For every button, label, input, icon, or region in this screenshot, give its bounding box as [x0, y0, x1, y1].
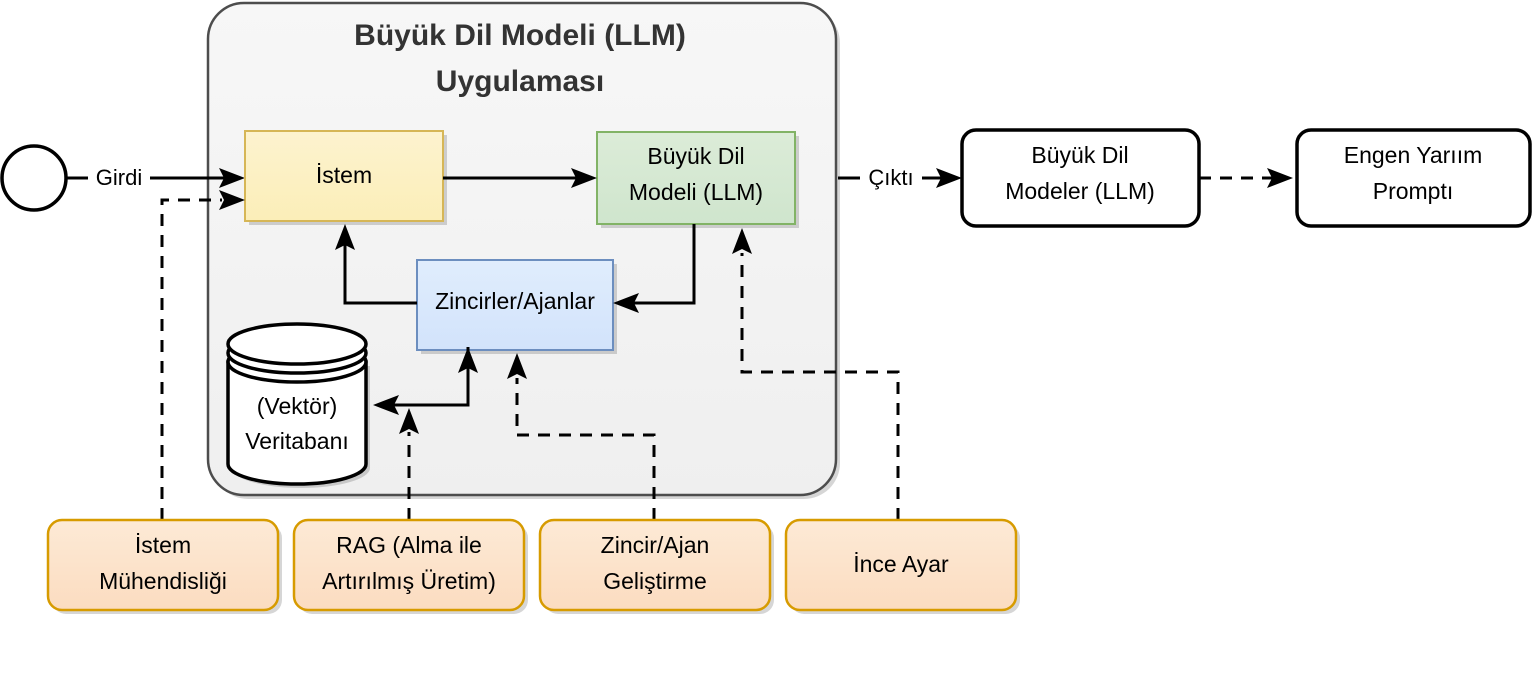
edge-chains-to-prompt: [335, 224, 417, 305]
skill-box-rag[interactable]: RAG (Alma ile Artırılmış Üretim): [292, 518, 528, 614]
node-blocked-prompt: Engen Yarıım Promptı: [1295, 128, 1532, 228]
edge-label-girdi: Girdi: [96, 165, 142, 190]
edge-prompt-engineering-to-prompt: [160, 190, 245, 520]
node-prompt: İstem: [244, 130, 447, 225]
container-title-line2: Uygulaması: [436, 65, 604, 98]
node-llm-external-label-line2: Modeler (LLM): [1005, 178, 1155, 204]
node-blocked-prompt-label-line2: Promptı: [1373, 178, 1454, 204]
skill-label-line1: İnce Ayar: [853, 551, 949, 577]
node-llm-external-label-line1: Büyük Dil: [1031, 142, 1128, 168]
node-vector-database: (Vektör) Veritabanı: [226, 322, 370, 488]
skill-box-prompt-engineering[interactable]: İstem Mühendisliği: [46, 518, 282, 614]
edge-fine-tuning-to-llm: [732, 228, 900, 520]
edge-chains-to-vector-db: [373, 347, 478, 415]
skill-label-line1: RAG (Alma ile: [336, 532, 482, 558]
node-llm-external: Büyük Dil Modeler (LLM): [960, 128, 1201, 228]
edge-cikti: Çıktı: [838, 165, 962, 190]
node-llm: Büyük Dil Modeli (LLM): [596, 131, 799, 228]
skill-label-line1: İstem: [135, 532, 191, 558]
edge-rag-to-vector-db: [399, 408, 419, 520]
node-chains-agents: Zincirler/Ajanlar: [416, 259, 617, 354]
skill-label-line2: Artırılmış Üretim): [322, 568, 496, 594]
edge-llm-external-to-blocked-prompt: [1199, 168, 1293, 188]
edge-llm-to-chains: [613, 224, 696, 313]
skill-box-fine-tuning[interactable]: İnce Ayar: [784, 518, 1020, 614]
node-prompt-label: İstem: [316, 162, 372, 188]
skill-label-line1: Zincir/Ajan: [601, 532, 710, 558]
node-vector-database-label-line1: (Vektör): [257, 393, 338, 419]
node-chains-agents-label: Zincirler/Ajanlar: [435, 288, 595, 314]
container-title-line1: Büyük Dil Modeli (LLM): [354, 19, 686, 52]
edge-girdi: Girdi: [66, 165, 245, 190]
edge-label-cikti: Çıktı: [868, 165, 913, 190]
skill-label-line2: Mühendisliği: [99, 568, 227, 594]
node-vector-database-label-line2: Veritabanı: [245, 428, 349, 454]
node-llm-label-line2: Modeli (LLM): [629, 179, 763, 205]
node-blocked-prompt-label-line1: Engen Yarıım: [1344, 142, 1483, 168]
node-llm-label-line1: Büyük Dil: [647, 143, 744, 169]
edge-prompt-to-llm: [443, 168, 597, 188]
start-circle: [0, 144, 68, 212]
skill-box-chain-agent-development[interactable]: Zincir/Ajan Geliştirme: [538, 518, 774, 614]
skill-label-line2: Geliştirme: [603, 568, 707, 594]
edge-chain-agent-dev-to-chains: [507, 353, 656, 520]
